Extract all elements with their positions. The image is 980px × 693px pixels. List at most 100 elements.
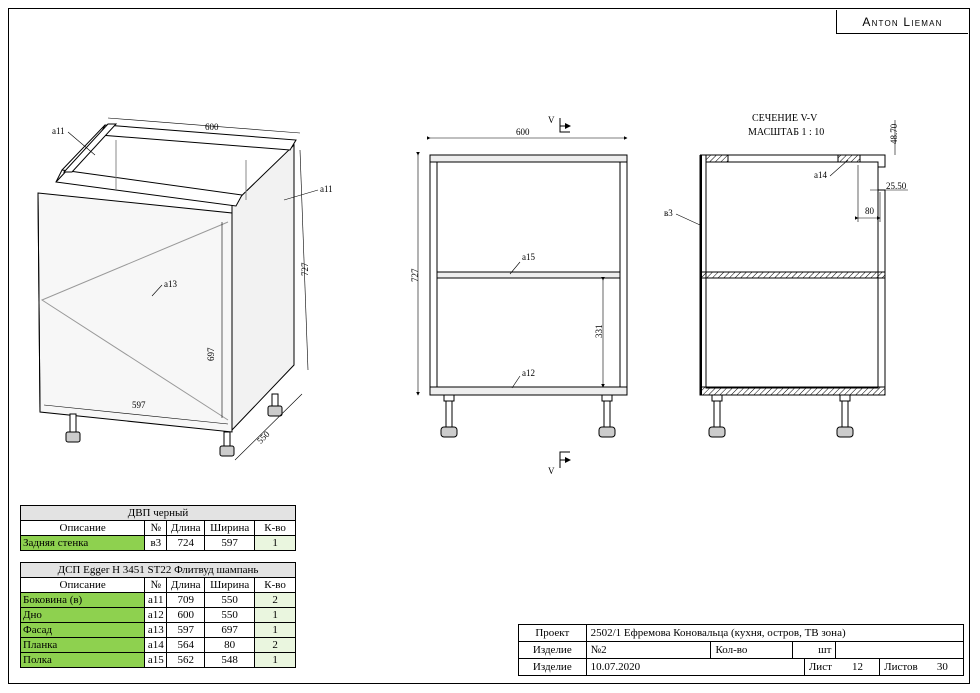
front-view — [416, 118, 628, 468]
iso-dim-facade-height: 697 — [206, 347, 216, 361]
project-label: Проект — [518, 624, 587, 642]
part-name: Задняя стенка — [19, 535, 146, 551]
dvp-header-length: Длина — [166, 520, 206, 536]
part-number: a13 — [144, 622, 168, 638]
section-dim-d3: 80 — [865, 206, 875, 216]
front-labels: 600 727 331 V V a15 a12 — [410, 115, 604, 476]
part-length: 597 — [166, 622, 206, 638]
section-view — [675, 120, 908, 438]
spec-table-dvp: ДВП черный Описание № Длина Ширина К-во … — [19, 505, 296, 551]
section-marker-top: V — [548, 115, 555, 125]
sheets-value: 30 — [921, 658, 964, 676]
part-name: Дно — [19, 607, 146, 623]
brand-logo-text: Anton Lieman — [862, 14, 943, 29]
part-length: 600 — [166, 607, 206, 623]
iso-facade — [37, 192, 233, 433]
section-label-back: в3 — [664, 208, 673, 218]
section-strip-front — [705, 154, 729, 163]
part-qty: 2 — [254, 592, 296, 608]
iso-dim-depth: 550 — [255, 429, 272, 446]
part-width: 550 — [204, 592, 256, 608]
dsp-header-number: № — [144, 577, 168, 593]
dvp-header-description: Описание — [19, 520, 146, 536]
dvp-header-width: Ширина — [204, 520, 256, 536]
count-unit: шт — [791, 641, 837, 659]
dsp-table-title: ДСП Egger H 3451 ST22 Флитвуд шампань — [20, 562, 296, 578]
iso-door-swing-lines — [40, 221, 229, 421]
part-qty: 2 — [254, 637, 296, 653]
section-legs — [708, 394, 854, 438]
iso-top-rail-front — [55, 169, 243, 207]
part-length: 724 — [166, 535, 206, 551]
dvp-header-qty: К-во — [254, 520, 296, 536]
part-width: 550 — [204, 607, 256, 623]
iso-label-a11-top: a11 — [52, 126, 65, 136]
spec-table-dsp: ДСП Egger H 3451 ST22 Флитвуд шампань Оп… — [19, 562, 296, 668]
section-shelf — [699, 271, 886, 279]
part-number: a12 — [144, 607, 168, 623]
table-row: Задняя стенка в3 724 597 1 — [19, 535, 296, 551]
part-number: a11 — [144, 592, 168, 608]
part-width: 597 — [204, 535, 256, 551]
iso-dim-width: 600 — [205, 122, 219, 132]
front-dim-shelf: 331 — [594, 325, 604, 339]
front-top-rail — [429, 154, 628, 163]
iso-dim-facade-width: 597 — [132, 400, 146, 410]
section-dim-d2: 25.50 — [886, 181, 907, 191]
table-row: Боковина (в) a11 709 550 2 — [19, 592, 296, 608]
part-name: Планка — [19, 637, 146, 653]
dsp-header-description: Описание — [19, 577, 146, 593]
dsp-header-width: Ширина — [204, 577, 256, 593]
project-value: 2502/1 Ефремова Коновальца (кухня, остро… — [585, 624, 965, 642]
count-extra — [835, 641, 964, 659]
sheet-value: 12 — [835, 658, 881, 676]
brand-box: Anton Lieman — [836, 10, 968, 34]
part-number: a15 — [144, 652, 168, 668]
title-block: Проект 2502/1 Ефремова Коновальца (кухня… — [518, 624, 965, 676]
section-bottom — [699, 386, 886, 396]
iso-legs — [65, 393, 283, 457]
section-strip-back — [837, 154, 861, 163]
section-dim-d1: 48.70 — [889, 123, 899, 144]
item-label: Изделие — [518, 641, 587, 659]
table-row: Дно a12 600 550 1 — [19, 607, 296, 623]
sheets-label: Листов — [879, 658, 922, 676]
front-legs — [440, 394, 616, 438]
front-shelf — [436, 271, 621, 279]
front-dim-width: 600 — [516, 127, 530, 137]
part-length: 709 — [166, 592, 206, 608]
isometric-view — [37, 117, 319, 461]
date-value: 10.07.2020 — [585, 658, 805, 676]
iso-dim-height: 727 — [300, 262, 310, 276]
table-row: Планка a14 564 80 2 — [19, 637, 296, 653]
part-number: a14 — [144, 637, 168, 653]
dvp-table-title: ДВП черный — [20, 505, 296, 521]
part-width: 80 — [204, 637, 256, 653]
section-marker-bottom: V — [548, 466, 555, 476]
count-label: Кол-во — [710, 641, 793, 659]
item-label-2: Изделие — [518, 658, 587, 676]
table-row: Полка a15 562 548 1 — [19, 652, 296, 668]
front-bottom-panel — [429, 386, 628, 396]
part-qty: 1 — [254, 622, 296, 638]
front-label-shelf: a15 — [522, 252, 535, 262]
part-width: 697 — [204, 622, 256, 638]
part-name: Полка — [19, 652, 146, 668]
part-width: 548 — [204, 652, 256, 668]
table-row: Фасад a13 597 697 1 — [19, 622, 296, 638]
part-qty: 1 — [254, 652, 296, 668]
front-label-bottom: a12 — [522, 368, 535, 378]
dsp-header-length: Длина — [166, 577, 206, 593]
front-dim-height: 727 — [410, 268, 420, 282]
section-title: СЕЧЕНИЕ V-V — [752, 113, 818, 124]
part-name: Боковина (в) — [19, 592, 146, 608]
part-length: 564 — [166, 637, 206, 653]
part-name: Фасад — [19, 622, 146, 638]
part-qty: 1 — [254, 535, 296, 551]
iso-left-top-edge — [62, 123, 118, 173]
iso-right-side-panel — [231, 143, 295, 432]
item-value: №2 — [585, 641, 712, 659]
part-number: в3 — [144, 535, 168, 551]
section-labels: СЕЧЕНИЕ V-V МАСШТАБ 1 : 10 в3 a14 48.70 … — [664, 113, 907, 218]
